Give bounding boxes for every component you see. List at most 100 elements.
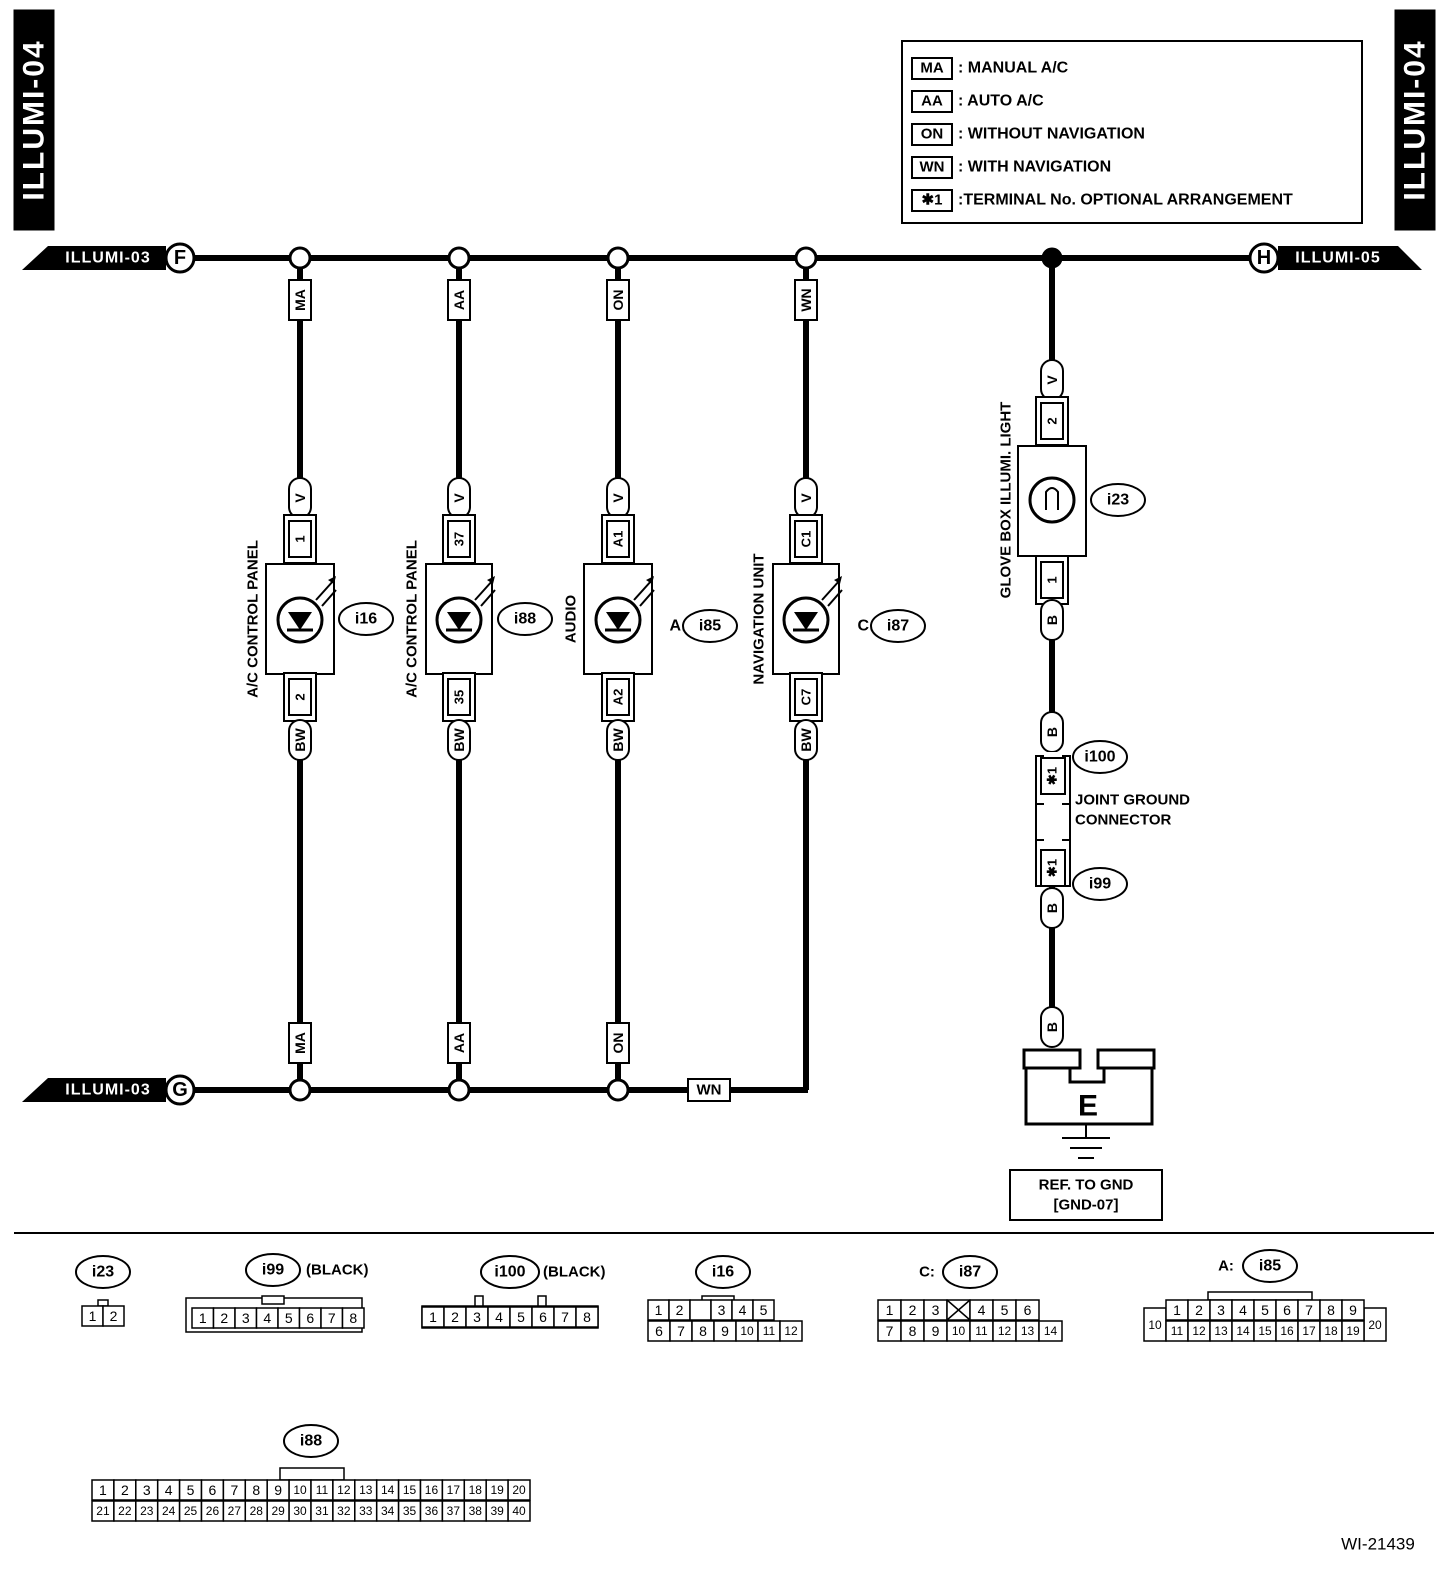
conn-i88-pin: 36 [425, 1504, 439, 1518]
conn-i100-id-oval [480, 1255, 540, 1289]
conn-i99-pin-cell [341, 1307, 365, 1329]
connector-prefix: C: [858, 618, 875, 635]
conn-i88-pin: 25 [184, 1504, 198, 1518]
conn-i87-pin-cell [1015, 1299, 1040, 1321]
option-tag-wn: WN [697, 1082, 722, 1099]
conn-i85-pin-cell [1341, 1299, 1365, 1321]
conn-i88-pin: 4 [165, 1482, 173, 1498]
pin-top-frame [794, 520, 818, 558]
conn-i100-pin: 6 [539, 1309, 547, 1325]
option-tag-wn-frame [687, 1078, 731, 1102]
option-tag-top: WN [798, 288, 814, 311]
junction-node [288, 1078, 312, 1102]
junction-node [606, 246, 630, 270]
ground-letter: E [1078, 1090, 1098, 1123]
wire-color-top: V [451, 493, 467, 503]
conn-i88-pin: 24 [162, 1504, 176, 1518]
junction-node [606, 1078, 630, 1102]
joint-name: JOINT GROUND [1075, 792, 1190, 809]
wire-color-bottom-frame [288, 719, 312, 761]
led-icon-ray-head [646, 576, 654, 584]
conn-i87-prefix: C: [919, 1264, 935, 1281]
ground-tab-left [1022, 1048, 1082, 1070]
conn-i88-id: i88 [300, 1433, 322, 1450]
led-icon-diode [288, 612, 312, 630]
led-icon-diode [794, 612, 818, 630]
led-icon-diode [606, 612, 630, 630]
doc-id: WI-21439 [1341, 1535, 1415, 1554]
option-tag-bottom-frame [288, 1022, 312, 1064]
legend-text: : AUTO A/C [958, 93, 1044, 110]
conn-i85-pin: 6 [1283, 1302, 1291, 1318]
legend-text: : WITHOUT NAVIGATION [958, 126, 1145, 143]
conn-i16-pin: 12 [784, 1324, 798, 1338]
component-name: A/C CONTROL PANEL [245, 540, 262, 698]
conn-i87-pin: 4 [978, 1302, 986, 1318]
conn-i87-cross [946, 1299, 971, 1321]
pin-top-frame [288, 520, 312, 558]
ref-illumi-03-g-letter: G [172, 1079, 188, 1101]
led-icon-ray-head [328, 576, 336, 584]
conn-i88-pin: 12 [337, 1483, 351, 1497]
wire-color-bottom-frame [794, 719, 818, 761]
conn-i85-pin: 16 [1280, 1324, 1294, 1338]
option-tag-top-frame [288, 279, 312, 321]
conn-i100-pin: 4 [495, 1309, 503, 1325]
conn-i85-pin: 8 [1327, 1302, 1335, 1318]
conn-i99-note: (BLACK) [306, 1262, 368, 1279]
glove-connector-id: i23 [1107, 492, 1129, 509]
conn-i100-pin: 5 [517, 1309, 525, 1325]
legend-text: :TERMINAL No. OPTIONAL ARRANGEMENT [958, 192, 1293, 209]
pin-bottom: 2 [293, 693, 308, 700]
legend-code-frame [911, 156, 953, 179]
conn-i85-pin: 11 [1171, 1324, 1184, 1338]
component-name: A/C CONTROL PANEL [404, 540, 421, 698]
wire-color-bottom: BW [292, 728, 308, 752]
conn-i16-pin: 11 [763, 1324, 776, 1338]
conn-i87-pin: 6 [1024, 1302, 1032, 1318]
conn-i88-pin: 7 [230, 1482, 238, 1498]
wire-color-bottom: BW [610, 728, 626, 752]
conn-i88-pin: 19 [490, 1483, 504, 1497]
conn-i87-pin: 3 [932, 1302, 940, 1318]
glove-pin-top-frame [1040, 402, 1064, 440]
conn-i16-id: i16 [712, 1264, 734, 1281]
conn-i16-pin: 8 [699, 1323, 707, 1339]
conn-i85-pin: 15 [1258, 1324, 1272, 1338]
page-tag-right: ILLUMI-04 [1399, 39, 1432, 200]
conn-i85-pin: 9 [1349, 1302, 1357, 1318]
option-tag-top-frame [794, 279, 818, 321]
conn-i88-pin-cell [507, 1479, 531, 1501]
led-icon-ray [321, 589, 337, 607]
option-tag-bottom: AA [451, 1033, 467, 1053]
conn-i88-pin: 23 [140, 1504, 154, 1518]
conn-i16-pin-cell [752, 1299, 775, 1321]
conn-i85-pin: 14 [1236, 1324, 1250, 1338]
conn-i88-pin: 27 [228, 1504, 242, 1518]
conn-i85-pin: 1 [1173, 1302, 1181, 1318]
gnd-ref-line2: [GND-07] [1053, 1197, 1118, 1214]
conn-i87-pin: 8 [909, 1323, 917, 1339]
pin-bottom-frame [794, 678, 818, 716]
legend-code: ✱1 [922, 192, 943, 209]
ref-illumi-03-f-letter: F [174, 247, 186, 269]
connector-id: i88 [514, 611, 536, 628]
glove-pin-bottom-frame [1040, 561, 1064, 599]
conn-i100-pin: 1 [429, 1309, 437, 1325]
connector-id-oval [870, 609, 926, 643]
wire-color-top: V [610, 493, 626, 503]
connector-id-oval [338, 602, 394, 636]
conn-i16-pin: 7 [677, 1323, 685, 1339]
led-icon-ray [633, 579, 653, 601]
conn-i23-latch [97, 1299, 109, 1307]
option-tag-bottom: ON [610, 1033, 626, 1054]
legend-code: AA [921, 93, 943, 110]
conn-i85-pin: 10 [1148, 1318, 1162, 1332]
option-tag-top-frame [447, 279, 471, 321]
conn-i23-pin-cell [102, 1305, 125, 1327]
joint-wire-color-bottom: B [1044, 903, 1060, 913]
ref-illumi-03-g-label: ILLUMI-03 [65, 1082, 150, 1099]
option-tag-bottom-frame [447, 1022, 471, 1064]
conn-i88-pin: 39 [490, 1504, 504, 1518]
glove-connector-id-oval [1090, 483, 1146, 517]
